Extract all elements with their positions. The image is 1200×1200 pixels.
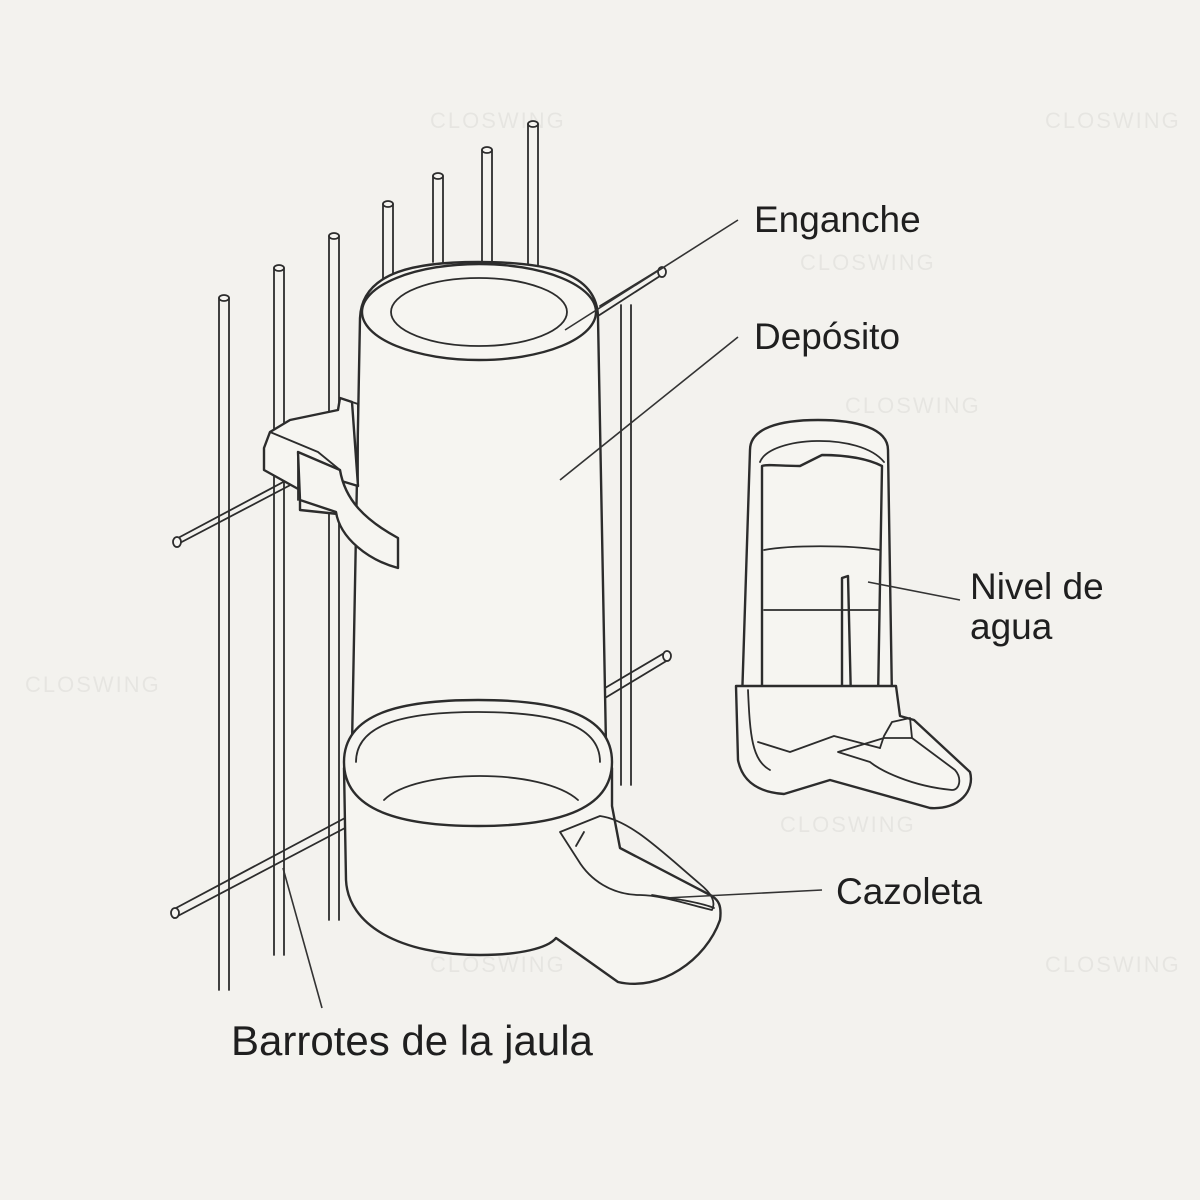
label-hook: Enganche xyxy=(754,199,921,240)
cage-bar xyxy=(527,120,539,273)
watermark-text: CLOSWING xyxy=(430,108,566,133)
cage-bar xyxy=(432,172,444,263)
leader-water-level xyxy=(867,581,961,601)
watermark-text: CLOSWING xyxy=(1045,952,1181,977)
watermark-text: CLOSWING xyxy=(800,250,936,275)
cage-bars xyxy=(218,120,632,991)
cage-bar xyxy=(328,232,340,921)
leader-dish xyxy=(664,889,823,899)
leader-hook xyxy=(564,219,739,331)
cage-bar xyxy=(481,146,493,263)
cross-section xyxy=(734,418,973,810)
label-water-level-line2: agua xyxy=(970,606,1053,647)
watermark-text: CLOSWING xyxy=(845,393,981,418)
cage-bar xyxy=(382,200,394,281)
dish xyxy=(342,698,722,985)
watermark-text: CLOSWING xyxy=(25,672,161,697)
label-dish: Cazoleta xyxy=(836,871,983,912)
hook-clip xyxy=(262,396,400,570)
label-cage-bars: Barrotes de la jaula xyxy=(231,1017,593,1064)
leader-lines xyxy=(282,219,961,1009)
watermark-text: CLOSWING xyxy=(430,952,566,977)
leader-reservoir xyxy=(559,336,739,481)
label-water-level-line1: Nivel de xyxy=(970,566,1104,607)
cage-cross-wires xyxy=(170,266,672,919)
cage-bar xyxy=(273,264,285,956)
label-reservoir: Depósito xyxy=(754,316,901,357)
watermark-text: CLOSWING xyxy=(780,812,916,837)
watermark-text: CLOSWING xyxy=(1045,108,1181,133)
cage-bar xyxy=(218,294,230,991)
cage-bar xyxy=(620,304,632,786)
reservoir xyxy=(350,260,608,747)
leader-cage-bars xyxy=(282,867,323,1009)
